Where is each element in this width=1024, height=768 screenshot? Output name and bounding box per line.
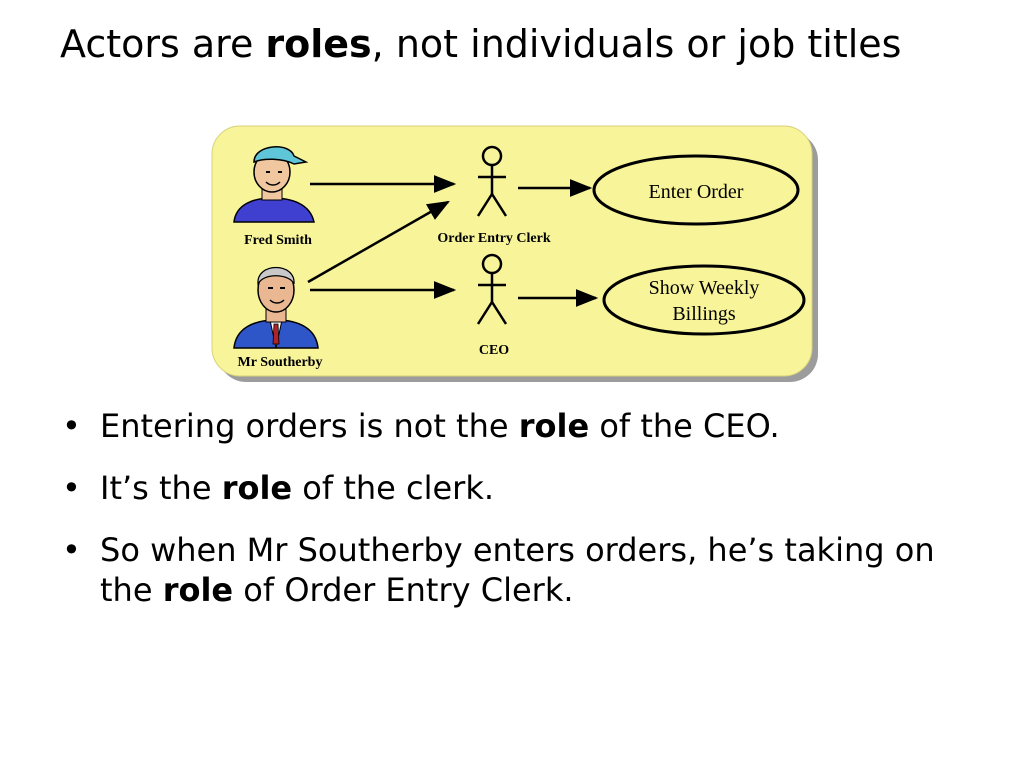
bullet-dot: • [62, 531, 81, 569]
use-case-enter-order-label: Enter Order [649, 181, 744, 203]
person-suit-icon [233, 266, 319, 349]
arrow-southerby-to-clerk [307, 200, 450, 284]
bullet-text: of the CEO. [589, 407, 780, 445]
bullet-emphasis: role [221, 469, 293, 507]
bullet-text: of the clerk. [292, 469, 495, 507]
bullet-dot: • [62, 407, 81, 445]
title-text-emphasis: roles [265, 22, 372, 66]
bullet-item: • So when Mr Southerby enters orders, he’… [62, 530, 962, 610]
use-case-billings-label-line1: Show Weekly [649, 277, 760, 299]
bullet-item: • Entering orders is not the role of the … [62, 406, 962, 446]
use-case-show-weekly-billings [602, 264, 806, 336]
bullet-emphasis: role [518, 407, 590, 445]
use-case-billings-label-line2: Billings [672, 303, 736, 325]
stick-figure-ceo-icon [476, 253, 508, 325]
title-text-end: , not individuals or job titles [371, 22, 902, 66]
person-label-fred: Fred Smith [244, 233, 312, 248]
slide-title: Actors are roles, not individuals or job… [60, 18, 1010, 70]
use-case-diagram: Fred Smith Mr Southerby Order Entry Cler… [210, 122, 822, 384]
stick-figure-clerk-icon [476, 145, 508, 217]
bullet-text: Entering orders is not the [100, 407, 519, 445]
diagram-canvas: Fred Smith Mr Southerby Order Entry Cler… [211, 125, 818, 382]
title-text-start: Actors are [60, 22, 266, 66]
use-case-enter-order [592, 154, 800, 226]
bullet-item: • It’s the role of the clerk. [62, 468, 962, 508]
bullet-list: • Entering orders is not the role of the … [62, 406, 962, 632]
actor-label-ceo: CEO [479, 343, 509, 358]
person-cap-icon [233, 146, 315, 223]
actor-label-clerk: Order Entry Clerk [437, 231, 550, 246]
bullet-text: It’s the [100, 469, 222, 507]
bullet-emphasis: role [162, 571, 234, 609]
bullet-text: of Order Entry Clerk. [233, 571, 574, 609]
bullet-dot: • [62, 469, 81, 507]
person-label-southerby: Mr Southerby [238, 355, 323, 370]
bullet-text: So when Mr Southerby enters orders, he’s… [100, 531, 935, 609]
